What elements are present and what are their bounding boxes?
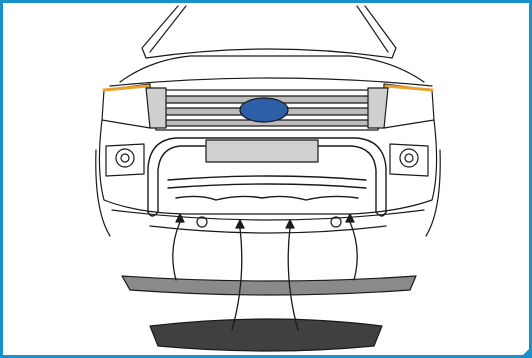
headlight-right	[384, 84, 434, 128]
hood	[110, 49, 432, 86]
frame-corner-marker	[520, 346, 532, 358]
ford-badge-icon	[240, 98, 288, 122]
fog-light-right	[390, 144, 428, 176]
fog-light-left	[106, 144, 144, 176]
headlight-left	[102, 84, 150, 128]
lower-underbody-panel	[122, 276, 416, 295]
bottom-skid-panel	[150, 319, 382, 351]
license-plate	[206, 140, 318, 162]
windshield	[142, 6, 396, 58]
